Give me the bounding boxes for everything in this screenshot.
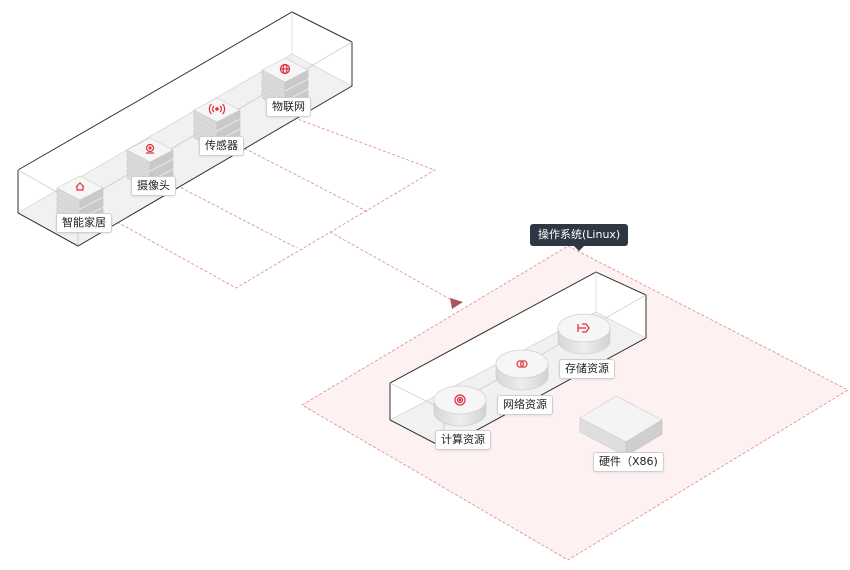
connector-arrow-icon — [450, 298, 463, 309]
iot-label-sensor[interactable]: 传感器 — [199, 136, 244, 156]
target-icon — [454, 394, 466, 406]
iot-label-camera[interactable]: 摄像头 — [131, 176, 176, 196]
iot-node[interactable] — [261, 57, 309, 111]
iot-projection-line — [171, 182, 298, 249]
os-label-storage[interactable]: 存储资源 — [559, 359, 615, 379]
iot-projection-line — [239, 145, 369, 213]
connector-line — [329, 231, 456, 303]
os-node[interactable] — [495, 349, 549, 391]
iot-label-smart-home[interactable]: 智能家居 — [56, 213, 112, 233]
os-tooltip: 操作系统(Linux) — [530, 224, 629, 251]
os-label-network[interactable]: 网络资源 — [497, 395, 553, 415]
signal-icon — [208, 103, 226, 115]
os-node[interactable] — [433, 385, 487, 427]
os-label-compute[interactable]: 计算资源 — [435, 430, 491, 450]
network-link-icon — [516, 360, 528, 368]
os-plane — [301, 245, 849, 561]
globe-icon — [279, 63, 291, 75]
camera-icon — [145, 143, 155, 154]
hardware-label[interactable]: 硬件（X86) — [593, 452, 664, 472]
iot-projection-plane — [109, 116, 436, 289]
os-node[interactable] — [557, 313, 611, 355]
os-node-group — [433, 313, 611, 427]
storage-icon — [577, 323, 590, 333]
hardware-block — [579, 395, 663, 457]
home-icon — [75, 182, 85, 191]
iot-label-iot[interactable]: 物联网 — [266, 97, 311, 117]
